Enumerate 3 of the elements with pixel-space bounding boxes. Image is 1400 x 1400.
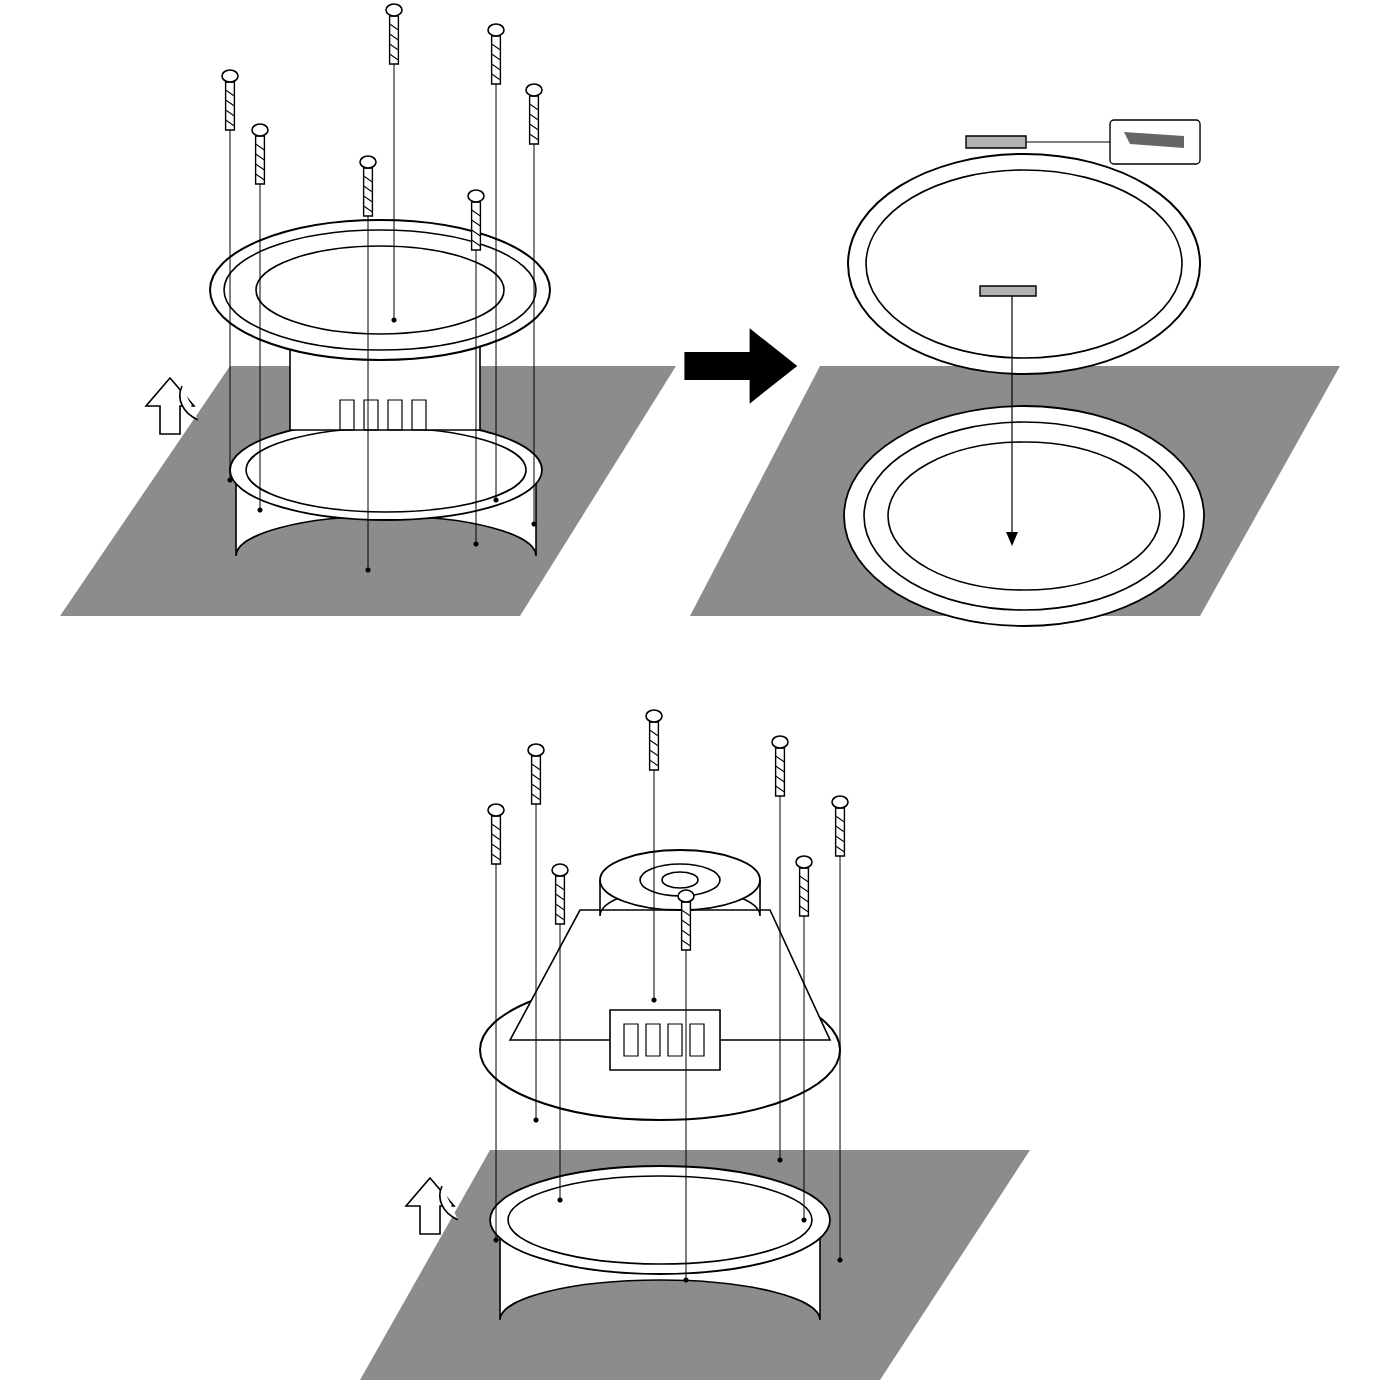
speaker-install-drawing xyxy=(360,709,1030,1380)
speaker-install-drawing xyxy=(690,119,1340,627)
speaker-install-drawing xyxy=(60,3,676,616)
